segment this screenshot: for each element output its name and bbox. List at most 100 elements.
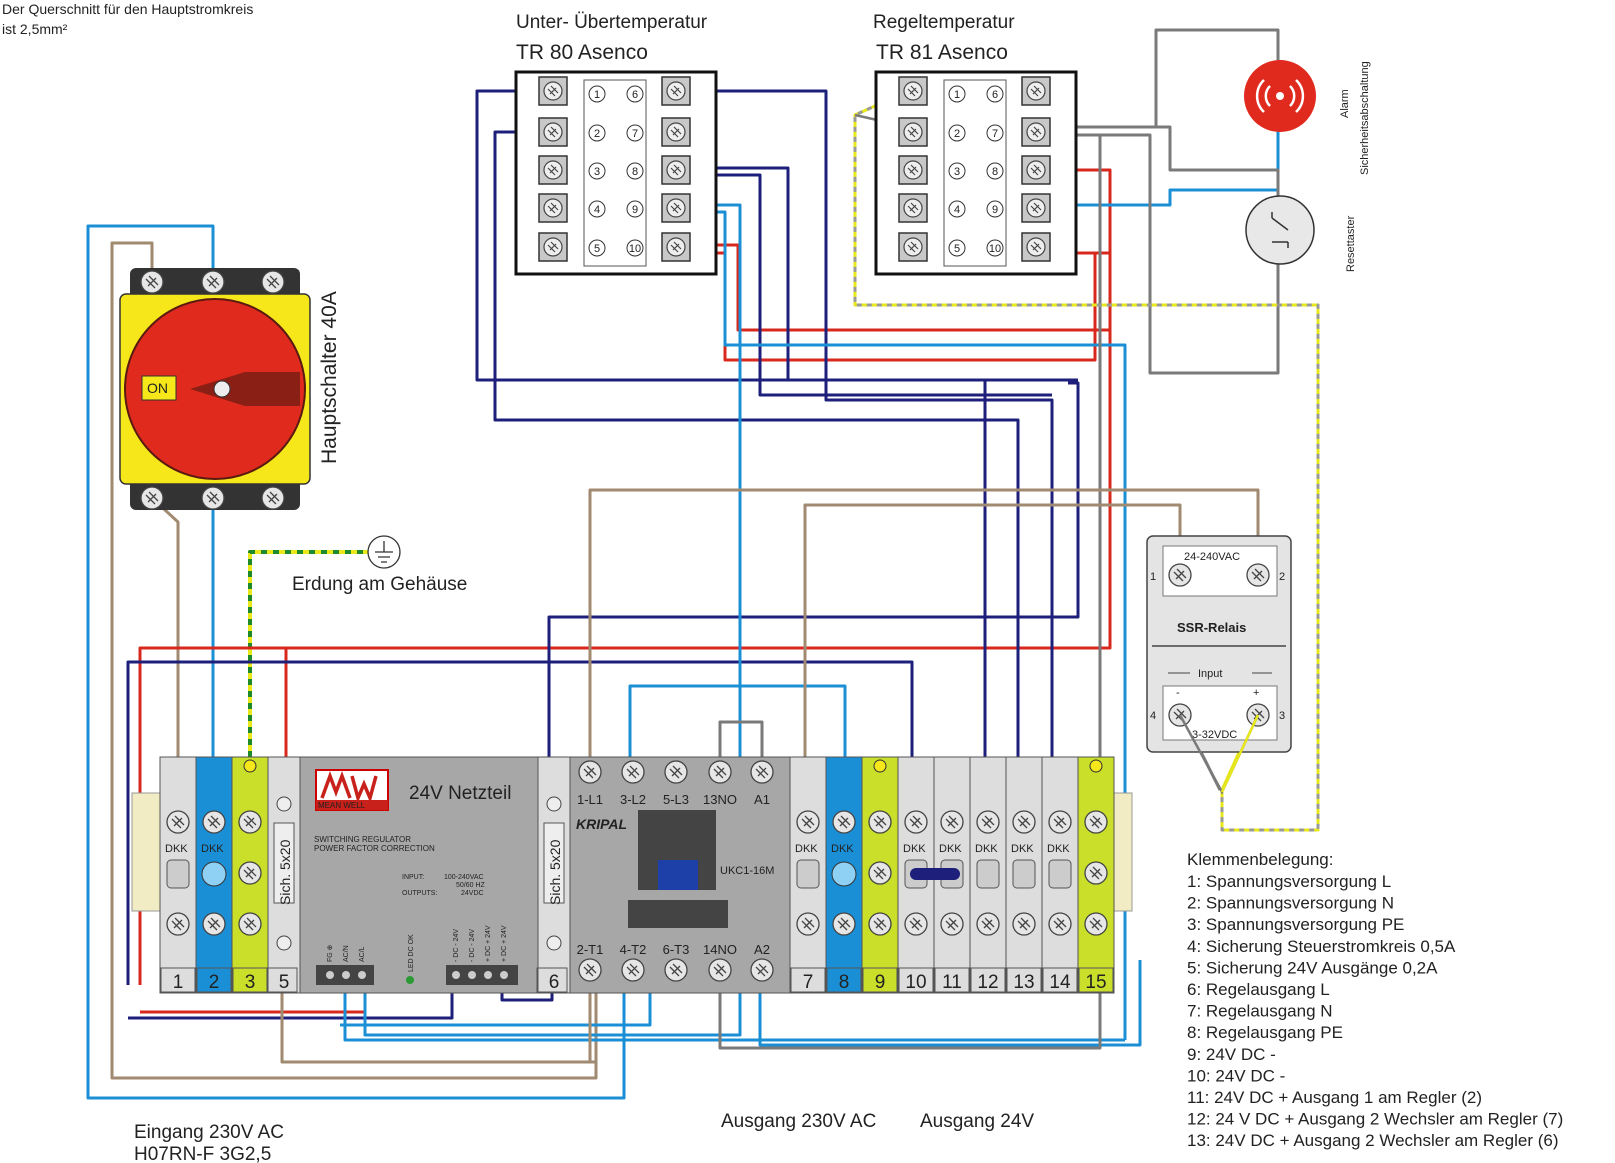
tr80-controller — [514, 70, 718, 276]
terminal-number-cell — [536, 967, 568, 993]
terminal-number: 8 — [839, 972, 850, 993]
ssr-terminal-2: 2 — [1279, 571, 1285, 583]
dkk-label-11: DKK — [939, 843, 962, 855]
alarm-siren-icon — [1244, 60, 1316, 132]
psu-freq: 50/60 HZ — [456, 882, 486, 889]
ssr-input-wire-2 — [1220, 714, 1260, 793]
contactor-bottom-label: 6-T3 — [663, 942, 690, 957]
main-switch — [119, 268, 311, 510]
psu-out-val: 24VDC — [461, 890, 484, 897]
regler-terminal-number: 2 — [594, 128, 600, 140]
contactor-top-label: A1 — [754, 792, 770, 807]
regler-terminal-number: 6 — [992, 89, 998, 101]
output-230-label: Ausgang 230V AC — [721, 1111, 876, 1132]
legend-item: 12: 24 V DC + Ausgang 2 Wechsler am Regl… — [1187, 1110, 1563, 1129]
psu-sw: SWITCHING REGULATOR — [314, 835, 411, 844]
terminal-number-cell — [970, 967, 1006, 993]
reset-label: Resettaster — [1345, 215, 1357, 272]
dkk-label-13: DKK — [1011, 843, 1034, 855]
terminal-number: 7 — [803, 972, 814, 993]
psu-brand: MEAN WELL — [318, 801, 366, 810]
tr81-title: Regeltemperatur — [873, 12, 1015, 33]
terminal-number: 5 — [279, 972, 290, 993]
contactor-bottom-label: 2-T1 — [577, 942, 604, 957]
ssr-dc: 3-32VDC — [1192, 729, 1237, 741]
legend-item: 8: Regelausgang PE — [1187, 1023, 1343, 1042]
regler-terminal-number: 1 — [954, 89, 960, 101]
fuse-label-left: Sich. 5x20 — [277, 839, 293, 905]
terminal-circle — [986, 124, 1004, 142]
reset-button-icon — [1245, 195, 1315, 265]
ssr-minus: - — [1176, 687, 1180, 699]
regler-terminal-number: 9 — [632, 204, 638, 216]
legend-item: 6: Regelausgang L — [1187, 980, 1330, 999]
terminal-number-cell — [934, 967, 970, 993]
cross-section-note: Der Querschnitt für den Hauptstromkreis — [2, 1, 253, 17]
legend-item: 9: 24V DC - — [1187, 1045, 1276, 1064]
dkk-label-8: DKK — [831, 843, 854, 855]
dkk-label-7: DKK — [795, 843, 818, 855]
terminal-number-cell — [1042, 967, 1078, 993]
ssr-relay — [1146, 535, 1292, 753]
terminal-circle — [986, 200, 1004, 218]
terminal-number-cell — [1006, 967, 1042, 993]
terminal-number-cell — [196, 967, 232, 993]
legend-item: 11: 24V DC + Ausgang 1 am Regler (2) — [1187, 1088, 1482, 1107]
terminal-circle — [948, 85, 966, 103]
power-supply — [299, 756, 539, 994]
terminal-number: 2 — [209, 972, 220, 993]
terminal-circle — [626, 162, 644, 180]
terminal-circle — [986, 162, 1004, 180]
terminal-number: 13 — [1013, 972, 1034, 993]
regler-terminal-number: 5 — [594, 243, 600, 255]
regler-terminal-number: 6 — [632, 89, 638, 101]
terminal-number: 6 — [549, 972, 560, 993]
regler-terminal-number: 5 — [954, 243, 960, 255]
psu-title: 24V Netzteil — [409, 783, 511, 804]
contactor-bottom-label: A2 — [754, 942, 770, 957]
output-24-label: Ausgang 24V — [920, 1111, 1034, 1132]
tr80-model: TR 80 Asenco — [516, 41, 648, 64]
fuse-block-6 — [537, 756, 571, 994]
legend-item: 4: Sicherung Steuerstromkreis 0,5A — [1187, 937, 1456, 956]
contactor-top-label: 13NO — [703, 792, 737, 807]
cross-section-note-2: ist 2,5mm² — [2, 21, 68, 37]
ssr-terminal-3: 3 — [1279, 710, 1285, 722]
dkk-label-10: DKK — [903, 843, 926, 855]
contactor-top-label: 3-L2 — [620, 792, 646, 807]
regler-terminal-number: 3 — [954, 166, 960, 178]
ssr-plus: + — [1253, 687, 1259, 699]
terminal-circle — [948, 124, 966, 142]
terminals-right — [789, 756, 1115, 994]
psu-terminal-label: + DC + 24V — [501, 925, 508, 962]
ssr-terminal-4: 4 — [1150, 710, 1156, 722]
terminal-number-cell — [266, 967, 298, 993]
terminal-number: 9 — [875, 972, 886, 993]
psu-terminal-label: AC/N — [343, 945, 350, 962]
psu-led: LED DC OK — [408, 934, 415, 972]
tr81-controller — [874, 70, 1078, 276]
terminal-circle — [588, 124, 606, 142]
regler-terminal-number: 7 — [992, 128, 998, 140]
psu-pfc: POWER FACTOR CORRECTION — [314, 844, 435, 853]
terminal-number-cell — [160, 967, 196, 993]
terminal-circle — [588, 200, 606, 218]
psu-outputs: OUTPUTS: — [402, 890, 437, 897]
regler-terminal-number: 4 — [954, 204, 960, 216]
terminal-number: 1 — [173, 972, 184, 993]
psu-terminal-label: - DC - 24V — [453, 929, 460, 962]
contactor-bottom-label: 14NO — [703, 942, 737, 957]
terminal-number-cell — [790, 967, 826, 993]
legend-item: 1: Spannungsversorgung L — [1187, 872, 1391, 891]
regler-terminal-number: 3 — [594, 166, 600, 178]
regler-terminal-number: 7 — [632, 128, 638, 140]
regler-terminal-number: 2 — [954, 128, 960, 140]
earth-icon — [367, 535, 401, 569]
on-label: ON — [147, 380, 168, 396]
terminal-number: 3 — [245, 972, 256, 993]
terminal-circle — [626, 85, 644, 103]
ssr-title: SSR-Relais — [1177, 620, 1246, 635]
dkk-label-1: DKK — [165, 843, 188, 855]
contactor-brand: KRIPAL — [576, 816, 627, 832]
